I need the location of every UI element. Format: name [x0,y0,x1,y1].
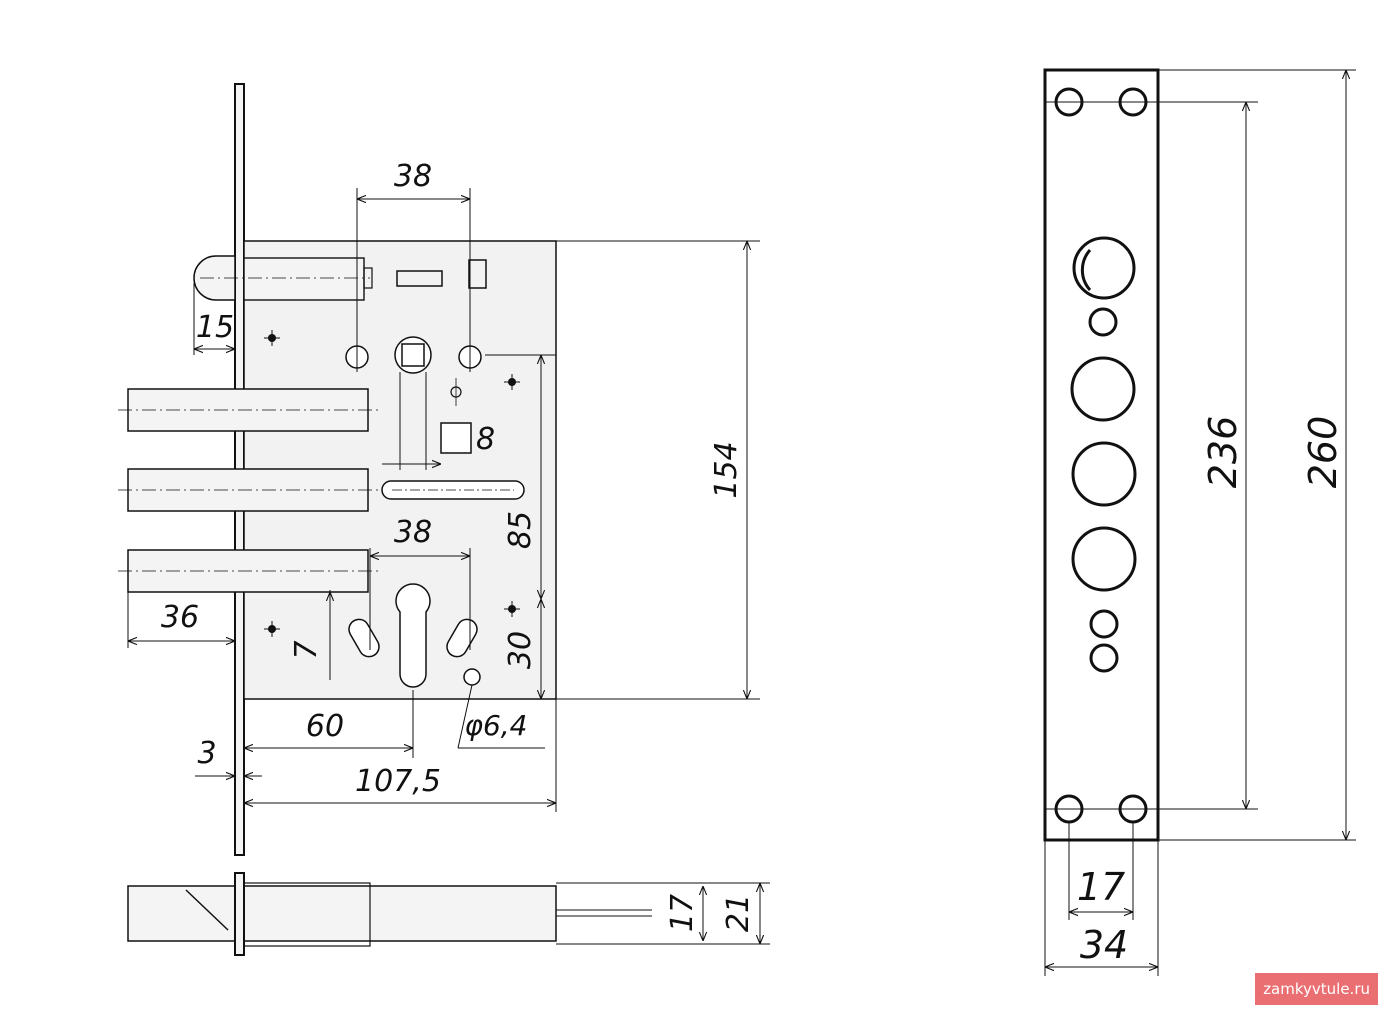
dead-bolt-3 [118,549,380,593]
bolt-hole-2 [1071,441,1137,507]
lock-side-view [127,872,770,956]
dim-260: 260 [1301,416,1345,489]
oval-hole-left [348,618,380,658]
dim-60: 60 [306,709,344,744]
dim-38-mid: 38 [394,515,432,550]
dim-21: 21 [721,894,756,932]
square-spindle-hole [401,343,425,367]
square-8-indicator [440,422,472,454]
dim-36: 36 [161,600,199,635]
dim-17-side: 17 [665,894,700,932]
watermark-label: zamkyvtule.ru [1255,973,1378,1005]
dimension-lines [127,188,760,812]
dim-8: 8 [476,422,495,457]
dim-236: 236 [1201,416,1245,489]
dim-85: 85 [503,511,538,549]
dim-30: 30 [503,631,538,669]
strike-plate [1043,68,1356,976]
dim-34: 34 [1080,923,1128,967]
dim-7: 7 [289,640,324,659]
bolt-hole-3 [1071,526,1137,592]
latch-bolt [193,255,370,301]
dim-38-top: 38 [394,159,432,194]
dim-107-5: 107,5 [355,764,441,799]
dim-3: 3 [197,736,216,771]
dim-15: 15 [196,310,234,345]
bolt-hole-1 [1070,356,1136,422]
dim-154: 154 [709,441,744,498]
dimension-labels: 38 15 8 38 85 154 36 7 30 60 3 107,5 φ6,… [161,159,1345,967]
cylinder-cutout [395,583,431,688]
dim-17-plate: 17 [1077,865,1125,909]
dim-hole-diameter: φ6,4 [465,709,528,742]
dead-bolt-1 [118,388,380,432]
dead-bolt-2 [118,468,380,512]
